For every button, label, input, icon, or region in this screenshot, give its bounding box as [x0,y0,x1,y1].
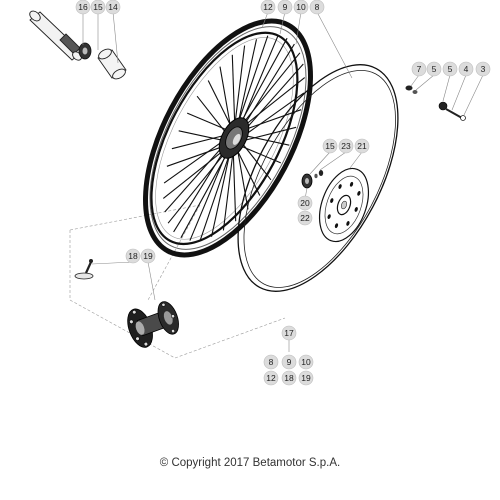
fastener-parts [405,85,466,121]
callout-label: 20 [300,198,310,208]
callout-label: 17 [284,328,294,338]
callout-label: 12 [266,373,276,383]
callout-label: 23 [341,141,351,151]
callout-label: 18 [128,251,138,261]
callout-label: 10 [301,357,311,367]
callout-kit: 17 [281,325,297,341]
callout-group-mid-left: 20 22 [297,195,313,226]
callout-group-hub: 18 19 [125,248,156,264]
callout-group-disc: 15 23 21 [322,138,370,154]
callout-label: 22 [300,213,310,223]
axle-part [29,10,83,61]
wheel-rim [143,18,313,258]
leader-lines [82,11,484,352]
callout-label: 15 [325,141,335,151]
callout-label: 10 [296,2,306,12]
callout-label: 9 [283,2,288,12]
callout-label: 7 [417,64,422,74]
copyright-notice: © Copyright 2017 Betamotor S.p.A. [159,457,341,469]
tire-part [237,64,399,292]
callout-label: 15 [93,2,103,12]
callout-label: 19 [143,251,153,261]
callout-label: 21 [357,141,367,151]
callout-label: 5 [448,64,453,74]
callout-group-kit-contents: 8 9 10 12 18 19 [263,354,314,386]
callout-group-top-right: 7 5 5 4 3 [411,61,491,77]
assembly-outline [69,204,286,359]
spacer-part [97,48,127,80]
callout-label: 5 [432,64,437,74]
wheel-hub [218,117,250,159]
callout-label: 4 [464,64,469,74]
callout-label: 3 [481,64,486,74]
callout-label: 19 [301,373,311,383]
valve-part [74,258,94,280]
callout-label: 18 [284,373,294,383]
callout-label: 16 [78,2,88,12]
front-hub-part [127,301,179,348]
callout-group-top-left: 16 15 14 [75,0,121,15]
callout-group-top-center: 12 9 10 8 [260,0,325,15]
callout-label: 14 [108,2,118,12]
bearing-part [301,170,324,189]
brake-disc-part [318,167,370,243]
seal-part [78,42,92,60]
callout-label: 8 [269,357,274,367]
callout-label: 8 [315,2,320,12]
callout-label: 12 [263,2,273,12]
callout-label: 9 [287,357,292,367]
